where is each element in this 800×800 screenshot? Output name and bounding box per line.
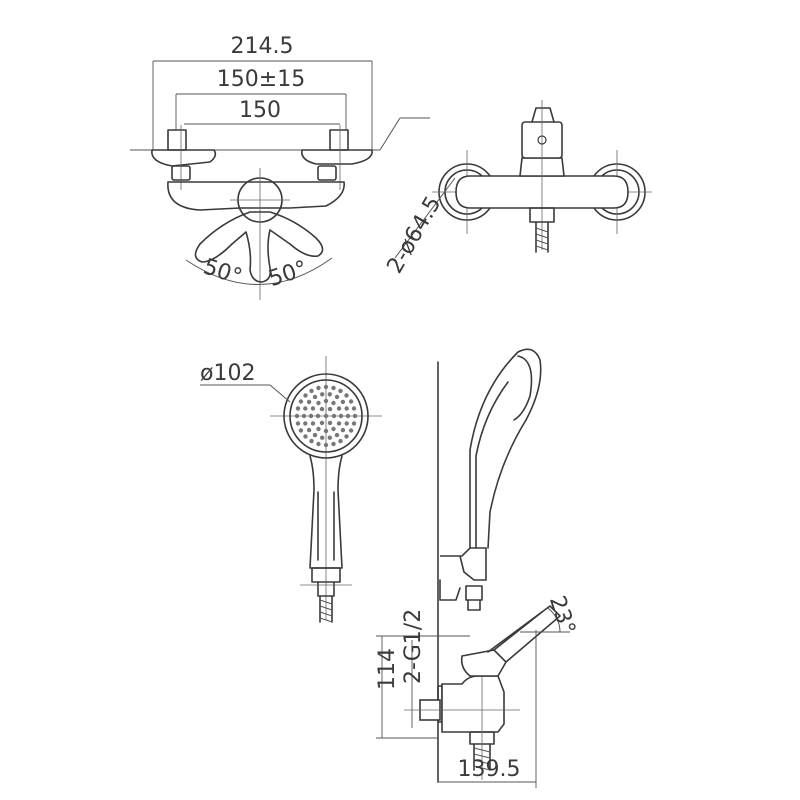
spray-nozzle xyxy=(334,432,340,438)
spray-nozzle xyxy=(331,441,336,447)
wall-leader xyxy=(379,117,401,151)
spray-nozzle xyxy=(295,421,301,426)
spray-nozzle xyxy=(351,406,357,411)
spray-nozzle xyxy=(327,435,332,440)
spray-nozzle xyxy=(336,421,342,426)
lever-handle xyxy=(194,211,324,283)
left-eccentric-fitting xyxy=(151,125,217,190)
spray-nozzle xyxy=(348,399,354,404)
outlet-nut xyxy=(529,207,555,223)
spray-nozzle xyxy=(316,385,321,391)
spray-nozzle xyxy=(309,438,314,444)
spray-nozzle xyxy=(303,421,308,426)
shower-head xyxy=(283,373,369,459)
spray-nozzle xyxy=(345,413,351,419)
spray-nozzle xyxy=(303,406,308,411)
spray-nozzle xyxy=(348,428,354,433)
spray-nozzle xyxy=(344,421,349,426)
spray-nozzle xyxy=(320,392,325,397)
dimension-center-range: 150±15 xyxy=(175,67,347,130)
spray-nozzle xyxy=(312,432,318,438)
spray-nozzle xyxy=(338,388,343,394)
spray-nozzle xyxy=(303,434,308,439)
spray-nozzle xyxy=(294,413,300,419)
dimension-thread: 2-G1/2 xyxy=(401,609,426,728)
spray-nozzle xyxy=(344,406,349,411)
spray-nozzle xyxy=(323,413,329,419)
connection-thread-label: 2-G1/2 xyxy=(401,609,426,684)
spray-nozzle xyxy=(312,394,318,400)
spray-nozzle xyxy=(344,434,349,439)
spray-nozzle xyxy=(320,435,325,440)
spray-nozzle xyxy=(308,413,314,419)
spray-nozzle xyxy=(316,426,321,432)
spray-nozzle xyxy=(323,398,329,404)
lever-swing-arc xyxy=(185,257,333,285)
dimension-depth-label: 139.5 xyxy=(458,757,521,782)
spray-nozzle xyxy=(319,420,325,426)
dimension-center-range-label: 150±15 xyxy=(217,67,305,92)
spray-nozzle xyxy=(310,406,316,411)
dimension-height-label: 114 xyxy=(375,648,400,690)
spray-nozzle xyxy=(352,413,358,419)
dimension-center-distance: 150 xyxy=(184,98,340,125)
spray-nozzle xyxy=(301,413,307,419)
head-diameter-label: ø102 xyxy=(200,361,255,386)
hose-connector xyxy=(311,567,341,583)
lever-angle-right-label: 50° xyxy=(266,256,311,292)
spray-nozzle xyxy=(351,421,357,426)
lever-angle-left-label: 50° xyxy=(200,254,245,290)
mixer-body-side xyxy=(441,675,505,733)
dimension-overall-width: 214.5 xyxy=(152,34,373,150)
spray-nozzle xyxy=(323,442,329,448)
spray-nozzle xyxy=(338,413,344,419)
spray-nozzles xyxy=(294,384,358,448)
spray-nozzle xyxy=(323,384,329,390)
spray-nozzle xyxy=(306,427,312,433)
dimension-center-distance-label: 150 xyxy=(239,98,281,123)
spray-nozzle xyxy=(331,400,336,406)
spray-nozzle xyxy=(315,413,321,419)
spray-nozzle xyxy=(327,392,332,397)
right-eccentric-fitting xyxy=(300,125,373,190)
spray-nozzle xyxy=(334,394,340,400)
lever-tilt-angle-label: 23° xyxy=(544,593,580,638)
spray-nozzle xyxy=(309,388,314,394)
spray-nozzle xyxy=(331,426,336,432)
spray-nozzle xyxy=(319,406,325,412)
spray-nozzle xyxy=(303,393,308,398)
spray-nozzle xyxy=(298,428,304,433)
diameter-leader xyxy=(394,177,456,259)
spray-nozzle xyxy=(336,406,342,411)
spray-nozzle xyxy=(316,400,321,406)
spray-nozzle xyxy=(327,420,333,426)
spray-nozzle xyxy=(310,421,316,426)
spray-nozzle xyxy=(338,438,343,444)
front-view: 2-ø64.5 xyxy=(383,100,652,278)
dimension-overall-width-label: 214.5 xyxy=(231,34,294,59)
spray-nozzle xyxy=(327,406,333,412)
lever-side xyxy=(460,649,507,677)
spray-nozzle xyxy=(298,399,304,404)
dimension-depth: 139.5 xyxy=(438,630,537,788)
mixer-body-top xyxy=(167,181,345,211)
spray-nozzle xyxy=(331,413,337,419)
hand-shower-front: ø102 xyxy=(200,356,382,623)
spray-nozzle xyxy=(331,385,336,391)
spray-nozzle xyxy=(323,428,329,434)
spray-nozzle xyxy=(306,399,312,405)
spray-nozzle xyxy=(316,441,321,447)
hand-shower-side xyxy=(469,348,542,549)
side-view: 23° 114 2-G1/2 139.5 xyxy=(375,348,580,788)
spray-nozzle xyxy=(295,406,301,411)
shower-bracket xyxy=(440,547,487,581)
dimension-height: 114 xyxy=(375,635,470,739)
escutcheon-diameter-label: 2-ø64.5 xyxy=(383,192,447,278)
spray-nozzle xyxy=(344,393,349,398)
spray-nozzle xyxy=(340,427,346,433)
spray-nozzle xyxy=(340,399,346,405)
